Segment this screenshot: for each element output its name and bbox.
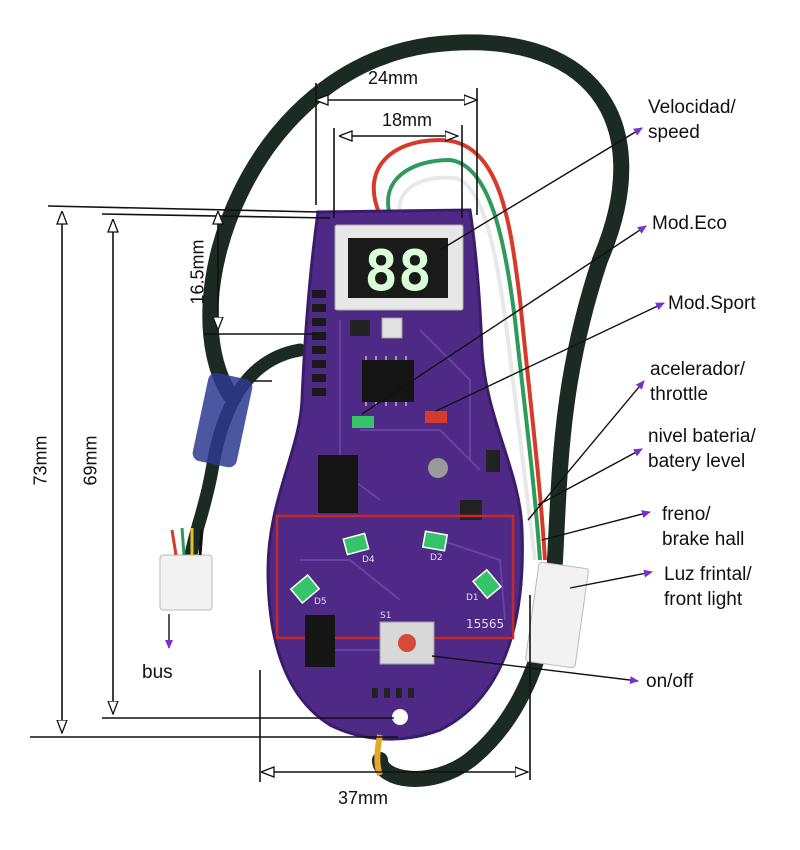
mcu-chip — [362, 360, 414, 402]
label-front-light-line2: front light — [664, 589, 743, 610]
light-connector — [525, 561, 589, 669]
label-front-light-line1: Luz frintal/ — [664, 564, 752, 585]
label-throttle: acelerador/ throttle — [650, 357, 745, 407]
pcb-board — [266, 208, 524, 741]
label-brake-line1: freno/ — [662, 504, 711, 525]
label-battery-line2: batery level — [648, 451, 746, 472]
callout-battery — [537, 448, 643, 506]
led-label-d1: D1 — [466, 593, 479, 603]
pcb-code: 15565 — [466, 617, 504, 631]
callout-light — [569, 569, 653, 589]
callout-sport — [435, 302, 665, 412]
dim-label-69: 69mm — [80, 435, 101, 486]
callout-eco — [361, 225, 647, 415]
dim-label-18: 18mm — [382, 110, 433, 130]
label-bus: bus — [142, 662, 173, 683]
cable-sleeve — [192, 372, 253, 468]
bus-connector — [159, 554, 213, 611]
driver-chip — [318, 455, 358, 513]
label-throttle-line1: acelerador/ — [650, 359, 746, 380]
sport-led — [425, 411, 447, 423]
label-speed-line2: speed — [648, 122, 700, 143]
label-brake: freno/ brake hall — [662, 502, 744, 552]
callout-speed — [439, 127, 643, 251]
callout-throttle — [527, 380, 645, 521]
dim-label-73: 73mm — [30, 435, 51, 486]
label-battery-line1: nivel bateria/ — [648, 426, 756, 447]
power-switch-button — [398, 634, 416, 652]
led-d4 — [342, 532, 370, 556]
label-sport: Mod.Sport — [668, 293, 756, 314]
label-brake-line2: brake hall — [662, 529, 745, 550]
wires-top — [371, 137, 547, 561]
led-label-d5: D5 — [314, 597, 327, 607]
label-speed-line1: Velocidad/ — [648, 97, 736, 118]
dim-label-24: 24mm — [368, 68, 419, 88]
led-label-d4: D4 — [362, 555, 375, 565]
label-speed: Velocidad/ speed — [648, 95, 736, 145]
callout-onoff — [431, 655, 639, 685]
switch-label: S1 — [380, 611, 391, 621]
led-d2 — [421, 530, 449, 552]
dim-label-37: 37mm — [338, 788, 389, 808]
led-d5 — [289, 573, 321, 605]
label-front-light: Luz frintal/ front light — [664, 562, 752, 612]
dim-label-16-5: 16.5mm — [187, 239, 208, 305]
label-eco: Mod.Eco — [652, 213, 727, 234]
display-digits: 88 — [364, 239, 431, 304]
mount-hole — [392, 709, 408, 725]
label-onoff: on/off — [646, 671, 694, 692]
eco-led — [352, 416, 374, 428]
label-throttle-line2: throttle — [650, 384, 709, 405]
callout-brake — [541, 510, 651, 541]
led-d1 — [471, 568, 503, 600]
led-label-d2: D2 — [430, 553, 443, 563]
label-battery: nivel bateria/ batery level — [648, 424, 756, 474]
cable-loop — [202, 34, 630, 787]
